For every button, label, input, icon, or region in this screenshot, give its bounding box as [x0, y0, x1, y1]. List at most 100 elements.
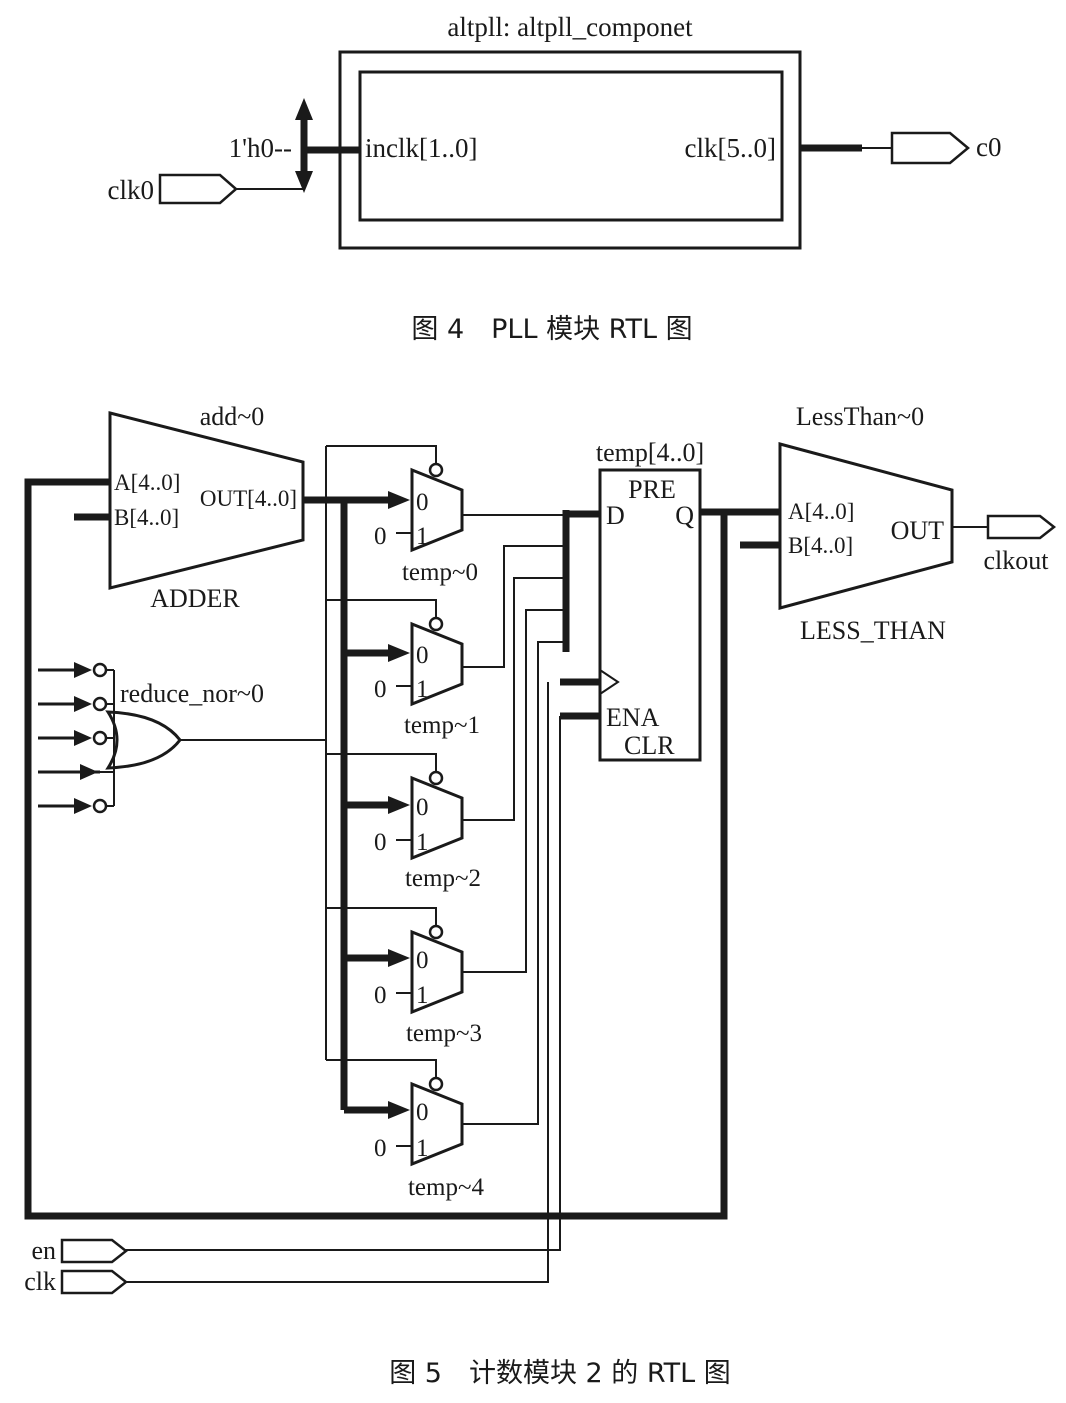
- select-invert-bubble: [428, 616, 444, 632]
- mux-const-0: 0: [374, 829, 387, 856]
- mux-temp-4: 0 1 0 temp~4: [326, 641, 566, 1201]
- select-invert-bubble: [428, 924, 444, 940]
- select-invert-bubble: [428, 770, 444, 786]
- register-clr-label: CLR: [624, 731, 675, 760]
- mux-in0-arrow-icon: [388, 796, 410, 814]
- input-arrow-icon: [74, 730, 92, 746]
- mux-out-wire: [462, 609, 566, 973]
- c0-label: c0: [976, 132, 1001, 162]
- mux-in0-arrow-icon: [388, 644, 410, 662]
- register-name: temp[4..0]: [596, 438, 704, 467]
- mux-const-0: 0: [374, 1135, 387, 1162]
- nor-gate-body: [105, 710, 182, 770]
- mux-port-1: 1: [416, 523, 429, 550]
- figure-5-caption: 图 5 计数模块 2 的 RTL 图: [389, 1358, 731, 1389]
- mux-port-0: 0: [416, 947, 429, 974]
- input-arrow-icon: [80, 764, 98, 780]
- input-arrow-icon: [74, 662, 92, 678]
- mux-in0-arrow-icon: [388, 491, 410, 509]
- pll-component-title: altpll: altpll_componet: [447, 12, 693, 42]
- clk-label: clk: [24, 1267, 56, 1296]
- mux-port-0: 0: [416, 1099, 429, 1126]
- adder-type-label: ADDER: [150, 584, 240, 613]
- mux-temp-3: 0 1 0 temp~3: [326, 609, 566, 1047]
- mux-body: [410, 929, 464, 1015]
- comparator-port-out: OUT: [891, 516, 945, 545]
- reduce-nor-gate: reduce_nor~0: [105, 670, 264, 806]
- figure-4-caption: 图 4 PLL 模块 RTL 图: [411, 314, 692, 345]
- register-pre-label: PRE: [628, 475, 676, 504]
- mux-const-0: 0: [374, 676, 387, 703]
- mux-port-0: 0: [416, 794, 429, 821]
- mux-select-wire: [326, 753, 437, 772]
- c0-output-pin: [890, 131, 970, 165]
- feedback-bus-loop: [24, 478, 728, 1220]
- clk-wire: [124, 682, 549, 1283]
- select-invert-bubble: [428, 1076, 444, 1092]
- input-arrow-icon: [74, 696, 92, 712]
- mux-select-wire: [326, 1059, 437, 1078]
- mux-in0-arrow-icon: [388, 1101, 410, 1119]
- mux-select-wire: [326, 599, 437, 618]
- mux-label: temp~2: [405, 865, 481, 892]
- mux-out-wire: [462, 641, 566, 1125]
- register-temp: temp[4..0] PRE D Q ENA CLR: [596, 438, 704, 762]
- clk-input-pin: [60, 1269, 129, 1295]
- const-1h0-label: 1'h0--: [229, 133, 292, 163]
- clk0-label: clk0: [108, 175, 155, 205]
- adder-instance-name: add~0: [200, 402, 265, 431]
- mux-select-wire: [326, 445, 437, 464]
- register-clock-icon: [599, 669, 620, 695]
- mux-select-wire: [326, 907, 437, 926]
- mux-out-wire: [462, 545, 566, 668]
- register-ena-label: ENA: [606, 703, 660, 732]
- inclk-arrow-up-icon: [295, 98, 313, 120]
- mux-body: [410, 1081, 464, 1167]
- comparator-instance-name: LessThan~0: [796, 402, 924, 431]
- mux-label: temp~4: [408, 1174, 485, 1201]
- mux-body: [410, 621, 464, 707]
- adder-port-out: OUT[4..0]: [200, 486, 297, 511]
- mux-in0-arrow-icon: [388, 949, 410, 967]
- mux-label: temp~3: [406, 1020, 482, 1047]
- mux-temp-2: 0 1 0 temp~2: [326, 577, 566, 892]
- en-wire: [124, 716, 561, 1251]
- clk0-input-pin: [158, 173, 238, 205]
- figure-5: add~0 A[4..0] B[4..0] OUT[4..0] ADDER re…: [24, 402, 1057, 1389]
- figure-4: altpll: altpll_componet inclk[1..0] clk[…: [108, 12, 1002, 345]
- en-input-pin: [60, 1238, 129, 1264]
- invert-bubble: [92, 798, 108, 814]
- comparator-type-label: LESS_THAN: [800, 616, 946, 645]
- mux-out-wire: [462, 577, 566, 821]
- mux-label: temp~0: [402, 559, 478, 586]
- pll-port-inclk: inclk[1..0]: [365, 133, 477, 163]
- mux-body: [410, 775, 464, 861]
- reduce-nor-inputs: [38, 662, 114, 814]
- register-body: [598, 468, 702, 762]
- mux-body: [410, 467, 464, 553]
- clkout-output-pin: [986, 514, 1057, 540]
- inclk-arrow-down-icon: [295, 171, 313, 193]
- register-d-label: D: [606, 501, 625, 530]
- adder-port-b: B[4..0]: [114, 505, 179, 530]
- invert-bubble: [92, 662, 108, 678]
- mux-port-1: 1: [416, 829, 429, 856]
- adder-port-a: A[4..0]: [114, 470, 180, 495]
- mux-const-0: 0: [374, 982, 387, 1009]
- register-q-label: Q: [675, 501, 694, 530]
- en-label: en: [31, 1236, 56, 1265]
- reduce-nor-label: reduce_nor~0: [120, 679, 264, 708]
- input-arrow-icon: [74, 798, 92, 814]
- mux-port-1: 1: [416, 1135, 429, 1162]
- mux-port-1: 1: [416, 982, 429, 1009]
- invert-bubble: [92, 696, 108, 712]
- mux-label: temp~1: [404, 712, 480, 739]
- mux-port-1: 1: [416, 676, 429, 703]
- comparator-port-b: B[4..0]: [788, 533, 853, 558]
- mux-temp-1: 0 1 0 temp~1: [326, 545, 566, 739]
- pll-inner-block: [358, 70, 784, 222]
- comparator-lessthan: LessThan~0 A[4..0] B[4..0] OUT LESS_THAN: [778, 402, 954, 645]
- clkout-label: clkout: [984, 546, 1050, 575]
- adder-block: [108, 411, 305, 590]
